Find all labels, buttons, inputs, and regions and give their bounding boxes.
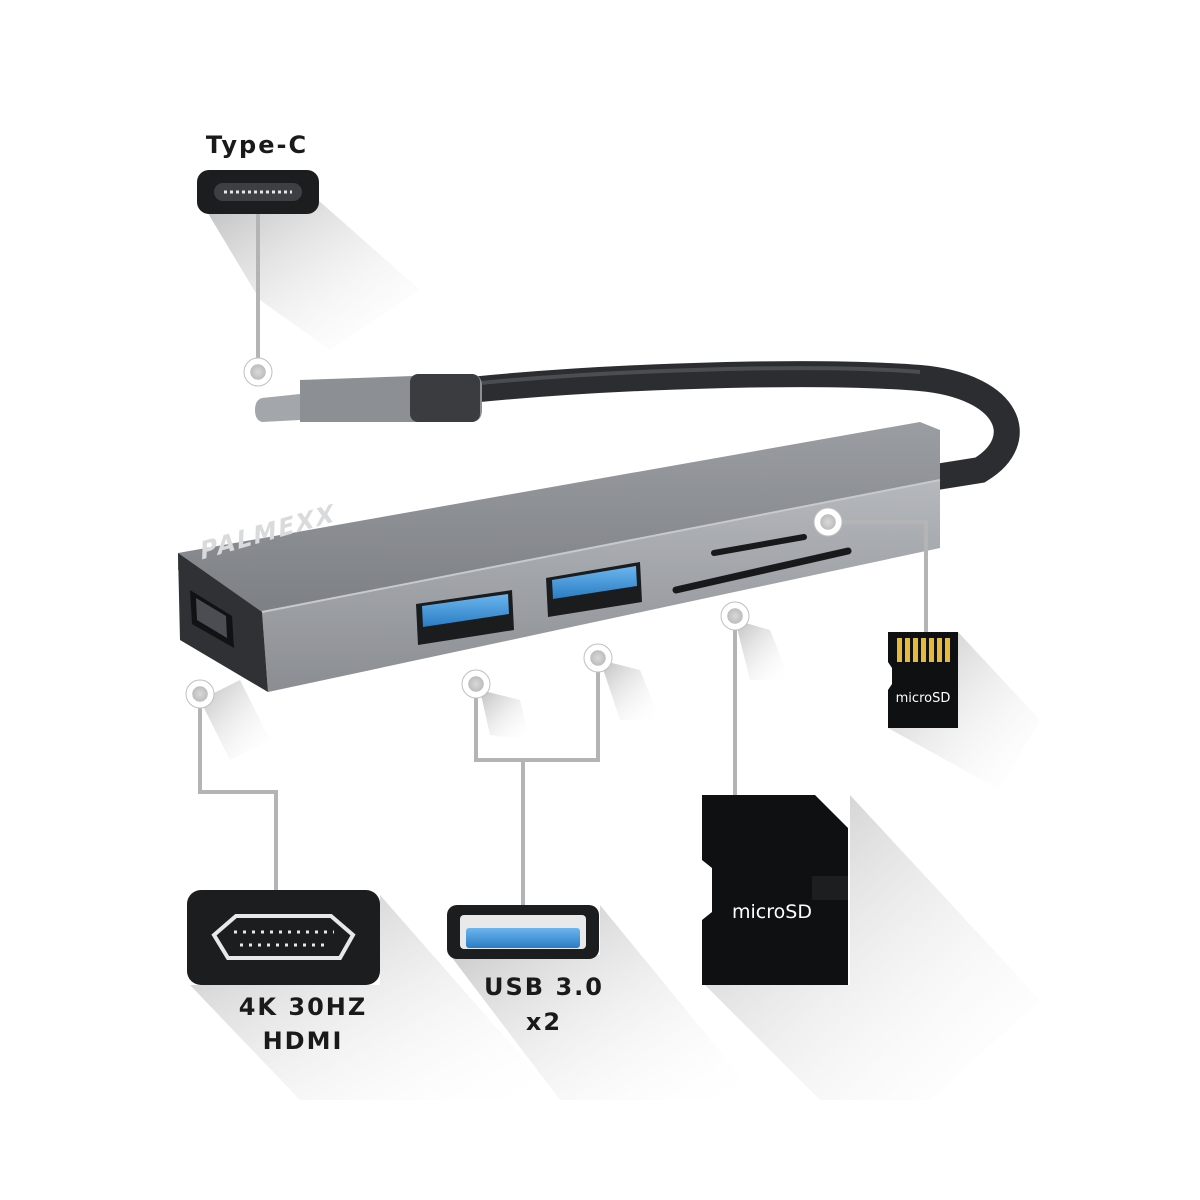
callout-dot-usb-2	[583, 643, 613, 673]
usb-label-line1: USB 3.0	[484, 973, 604, 1001]
callout-dot-microsd	[813, 507, 843, 537]
type-c-label: Type-C	[206, 131, 308, 159]
sd-card-icon	[702, 795, 848, 985]
callout-dot-usb-1	[461, 669, 491, 699]
callout-dot-sd	[720, 601, 750, 631]
hub-usb-port-1	[416, 590, 514, 645]
shadows	[190, 200, 1040, 1100]
type-c-plug	[255, 394, 300, 422]
hdmi-label-line2: HDMI	[263, 1027, 344, 1055]
callout-lines	[198, 210, 928, 906]
usb-port-icon	[447, 905, 599, 959]
microsd-card-label: microSD	[896, 691, 951, 706]
callout-dots	[185, 357, 843, 709]
hub-usb-port-2	[546, 562, 642, 617]
hub-hdmi-port	[190, 590, 234, 648]
hub-card-slots	[672, 534, 852, 594]
hdmi-label-line1: 4K 30HZ	[239, 993, 368, 1021]
usb-c-cable	[255, 361, 1020, 491]
type-c-port-icon	[197, 170, 319, 214]
sd-card-label: microSD	[732, 901, 812, 923]
hdmi-port-icon	[187, 890, 380, 985]
callout-dot-type-c	[243, 357, 273, 387]
callout-dot-hdmi	[185, 679, 215, 709]
usb-label-line2: x2	[526, 1008, 562, 1036]
microsd-card-icon	[888, 632, 958, 728]
hub-body: PALMEXX	[178, 422, 941, 692]
